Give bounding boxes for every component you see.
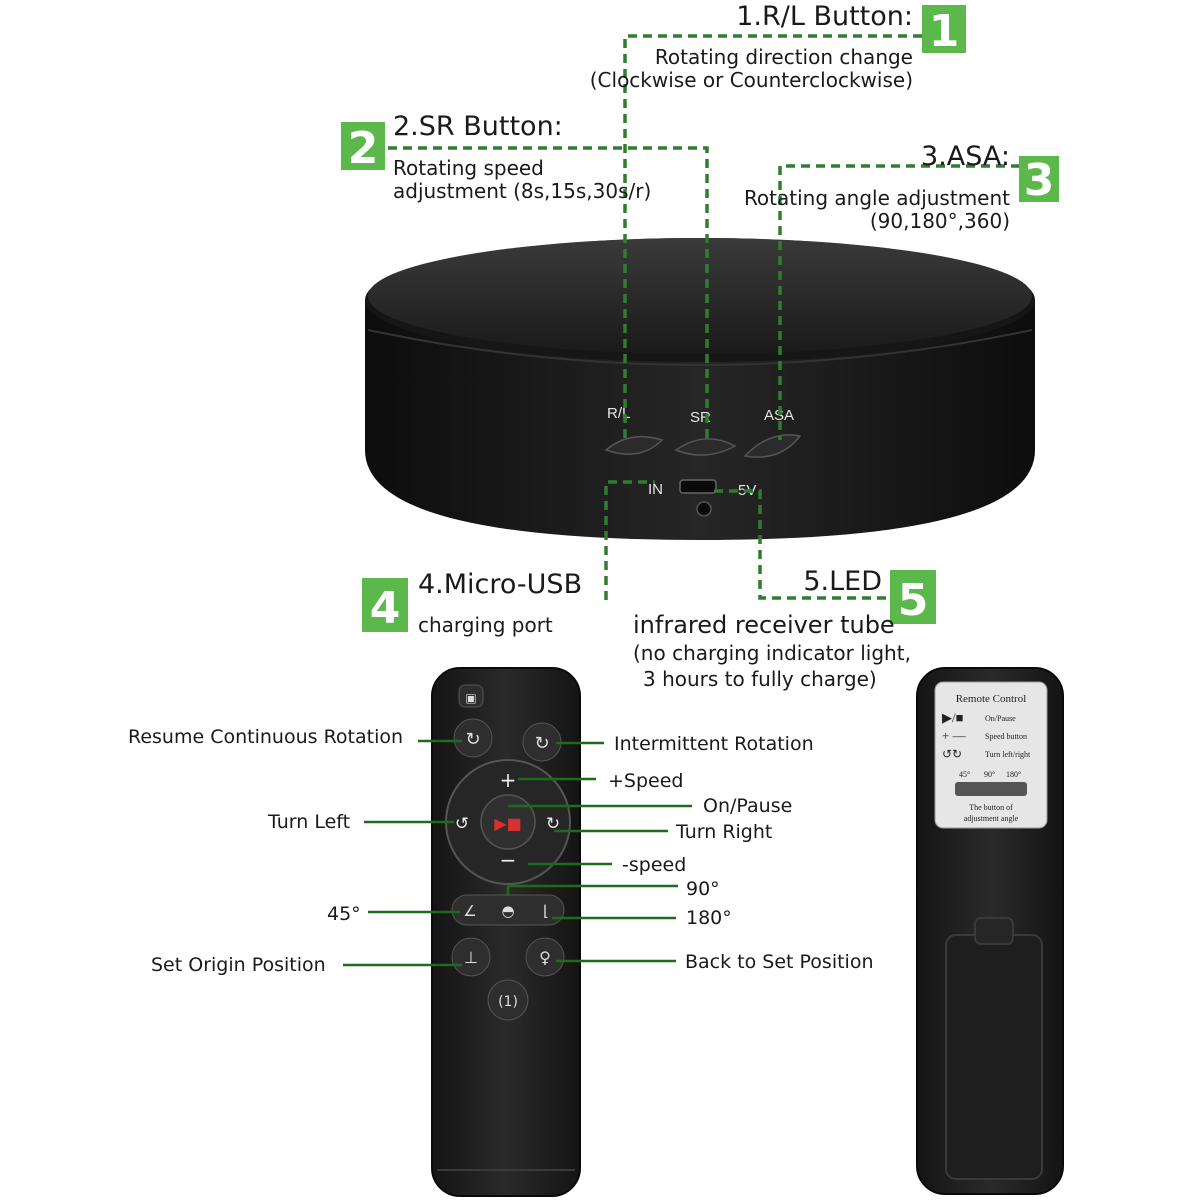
back-to-set-button[interactable] <box>525 937 565 977</box>
battery-latch[interactable] <box>974 917 1014 945</box>
rl-button[interactable] <box>604 435 664 455</box>
label-90: 90° <box>686 878 720 900</box>
callout-5-desc-1: infrared receiver tube <box>633 611 895 639</box>
set-origin-button[interactable] <box>451 937 491 977</box>
callout-1-number: 1 <box>929 6 960 57</box>
led-receiver <box>696 501 712 517</box>
callout-4-number: 4 <box>370 583 401 634</box>
remote-leaders <box>343 739 692 967</box>
card-angle-90: 90° <box>984 770 995 779</box>
power-icon: (1) <box>498 994 518 1010</box>
mode-button[interactable] <box>458 684 484 708</box>
callout-2-badge <box>341 122 385 170</box>
callout-leaders <box>388 34 1020 600</box>
label-intermittent: Intermittent Rotation <box>614 733 814 755</box>
callout-1-desc-2: (Clockwise or Counterclockwise) <box>590 68 913 92</box>
callout-3-desc-2: (90,180°,360) <box>870 209 1010 233</box>
callout-5-badge <box>890 570 936 624</box>
rotate-continuous-icon: ↻ <box>465 729 480 750</box>
callout-1-badge <box>922 5 966 53</box>
callout-4-title: 4.Micro-USB <box>418 569 582 600</box>
callout-3-badge <box>1019 156 1059 202</box>
card-angle-45: 45° <box>959 770 970 779</box>
label-on-pause: On/Pause <box>703 795 792 817</box>
callout-2-desc-1: Rotating speed <box>393 156 544 180</box>
callout-3-desc-1: Rotating angle adjustment <box>744 186 1010 210</box>
callout-3: 3 3.ASA: Rotating angle adjustment (90,1… <box>744 141 1059 233</box>
resume-button[interactable] <box>453 718 493 758</box>
back-set-icon: ♀ <box>539 948 551 967</box>
angle-45-icon[interactable]: ∠ <box>463 902 476 920</box>
label-turn-left: Turn Left <box>267 811 350 833</box>
label-180: 180° <box>686 907 732 929</box>
rotate-left-icon[interactable]: ↺ <box>455 814 469 834</box>
callout-3-number: 3 <box>1024 155 1055 206</box>
label-turn-right: Turn Right <box>675 821 772 843</box>
label-45: 45° <box>327 903 361 925</box>
origin-icon: ⊥ <box>464 948 478 967</box>
callout-5-number: 5 <box>898 575 929 626</box>
callout-2-desc-2: adjustment (8s,15s,30s/r) <box>393 179 651 203</box>
callout-4-desc-1: charging port <box>418 613 553 637</box>
sr-button[interactable] <box>674 438 737 456</box>
card-title: Remote Control <box>956 693 1027 705</box>
card-footer-1: The button of <box>969 803 1013 812</box>
remote-back: Remote Control ▶/■ On/Pause + — Speed bu… <box>916 667 1064 1195</box>
callout-4-badge <box>362 578 408 632</box>
label-speed-plus: +Speed <box>608 770 683 792</box>
callout-5-desc-2: (no charging indicator light, <box>633 641 911 665</box>
power-button[interactable] <box>487 979 529 1021</box>
callout-4: 4 4.Micro-USB charging port <box>362 569 582 637</box>
card-row-1: On/Pause <box>985 714 1016 723</box>
callout-1-title: 1.R/L Button: <box>736 1 913 32</box>
rotate-right-icon[interactable]: ↻ <box>546 814 560 834</box>
play-pause-icon: ▶■ <box>494 814 521 833</box>
card-angle-bar <box>955 782 1027 796</box>
card-row-3: Turn left/right <box>985 750 1031 759</box>
card-footer-2: adjustment angle <box>964 814 1019 823</box>
angle-90-icon[interactable]: ◓ <box>501 902 514 920</box>
plus-icon[interactable]: + <box>500 768 517 792</box>
on-pause-button[interactable] <box>480 794 536 850</box>
asa-button[interactable] <box>743 434 802 458</box>
callout-2: 2 2.SR Button: Rotating speed adjustment… <box>341 111 651 203</box>
callout-5-title: 5.LED <box>803 566 882 597</box>
label-set-origin: Set Origin Position <box>151 954 326 976</box>
remote-labels: Resume Continuous Rotation Intermittent … <box>128 726 874 976</box>
save-icon: ▣ <box>465 691 476 705</box>
card-plus-minus-icon: + — <box>942 728 967 743</box>
callout-3-title: 3.ASA: <box>921 141 1010 172</box>
callout-5-desc-3: 3 hours to fully charge) <box>643 667 877 691</box>
rl-label: R/L <box>607 405 630 422</box>
battery-cover[interactable] <box>945 934 1043 1180</box>
rotate-intermittent-icon: ↻ <box>534 733 549 754</box>
card-play-pause-icon: ▶/■ <box>942 710 964 725</box>
asa-label: ASA <box>764 407 794 424</box>
card-row-2: Speed button <box>985 732 1027 741</box>
remote-front: ▣ ↻ ↻ ▶■ + − ↺ ↻ ∠ ◓ ⌊ ⊥ ♀ (1) <box>431 667 581 1197</box>
label-back-to-set: Back to Set Position <box>685 951 874 973</box>
label-resume: Resume Continuous Rotation <box>128 726 403 748</box>
callout-2-number: 2 <box>348 123 379 174</box>
callout-1: 1 1.R/L Button: Rotating direction chang… <box>590 1 966 92</box>
minus-icon[interactable]: − <box>500 848 517 872</box>
angle-180-icon[interactable]: ⌊ <box>543 902 549 920</box>
micro-usb-port <box>679 479 717 494</box>
callout-1-desc-1: Rotating direction change <box>655 45 913 69</box>
turntable: R/L SR ASA IN 5V <box>365 238 1035 540</box>
label-speed-minus: -speed <box>622 854 686 876</box>
card-angle-180: 180° <box>1006 770 1021 779</box>
callout-2-title: 2.SR Button: <box>393 111 563 142</box>
port-in-label: IN <box>648 481 663 498</box>
callout-5: 5 5.LED infrared receiver tube (no charg… <box>633 566 936 691</box>
card-rotate-icon: ↺↻ <box>942 747 962 761</box>
